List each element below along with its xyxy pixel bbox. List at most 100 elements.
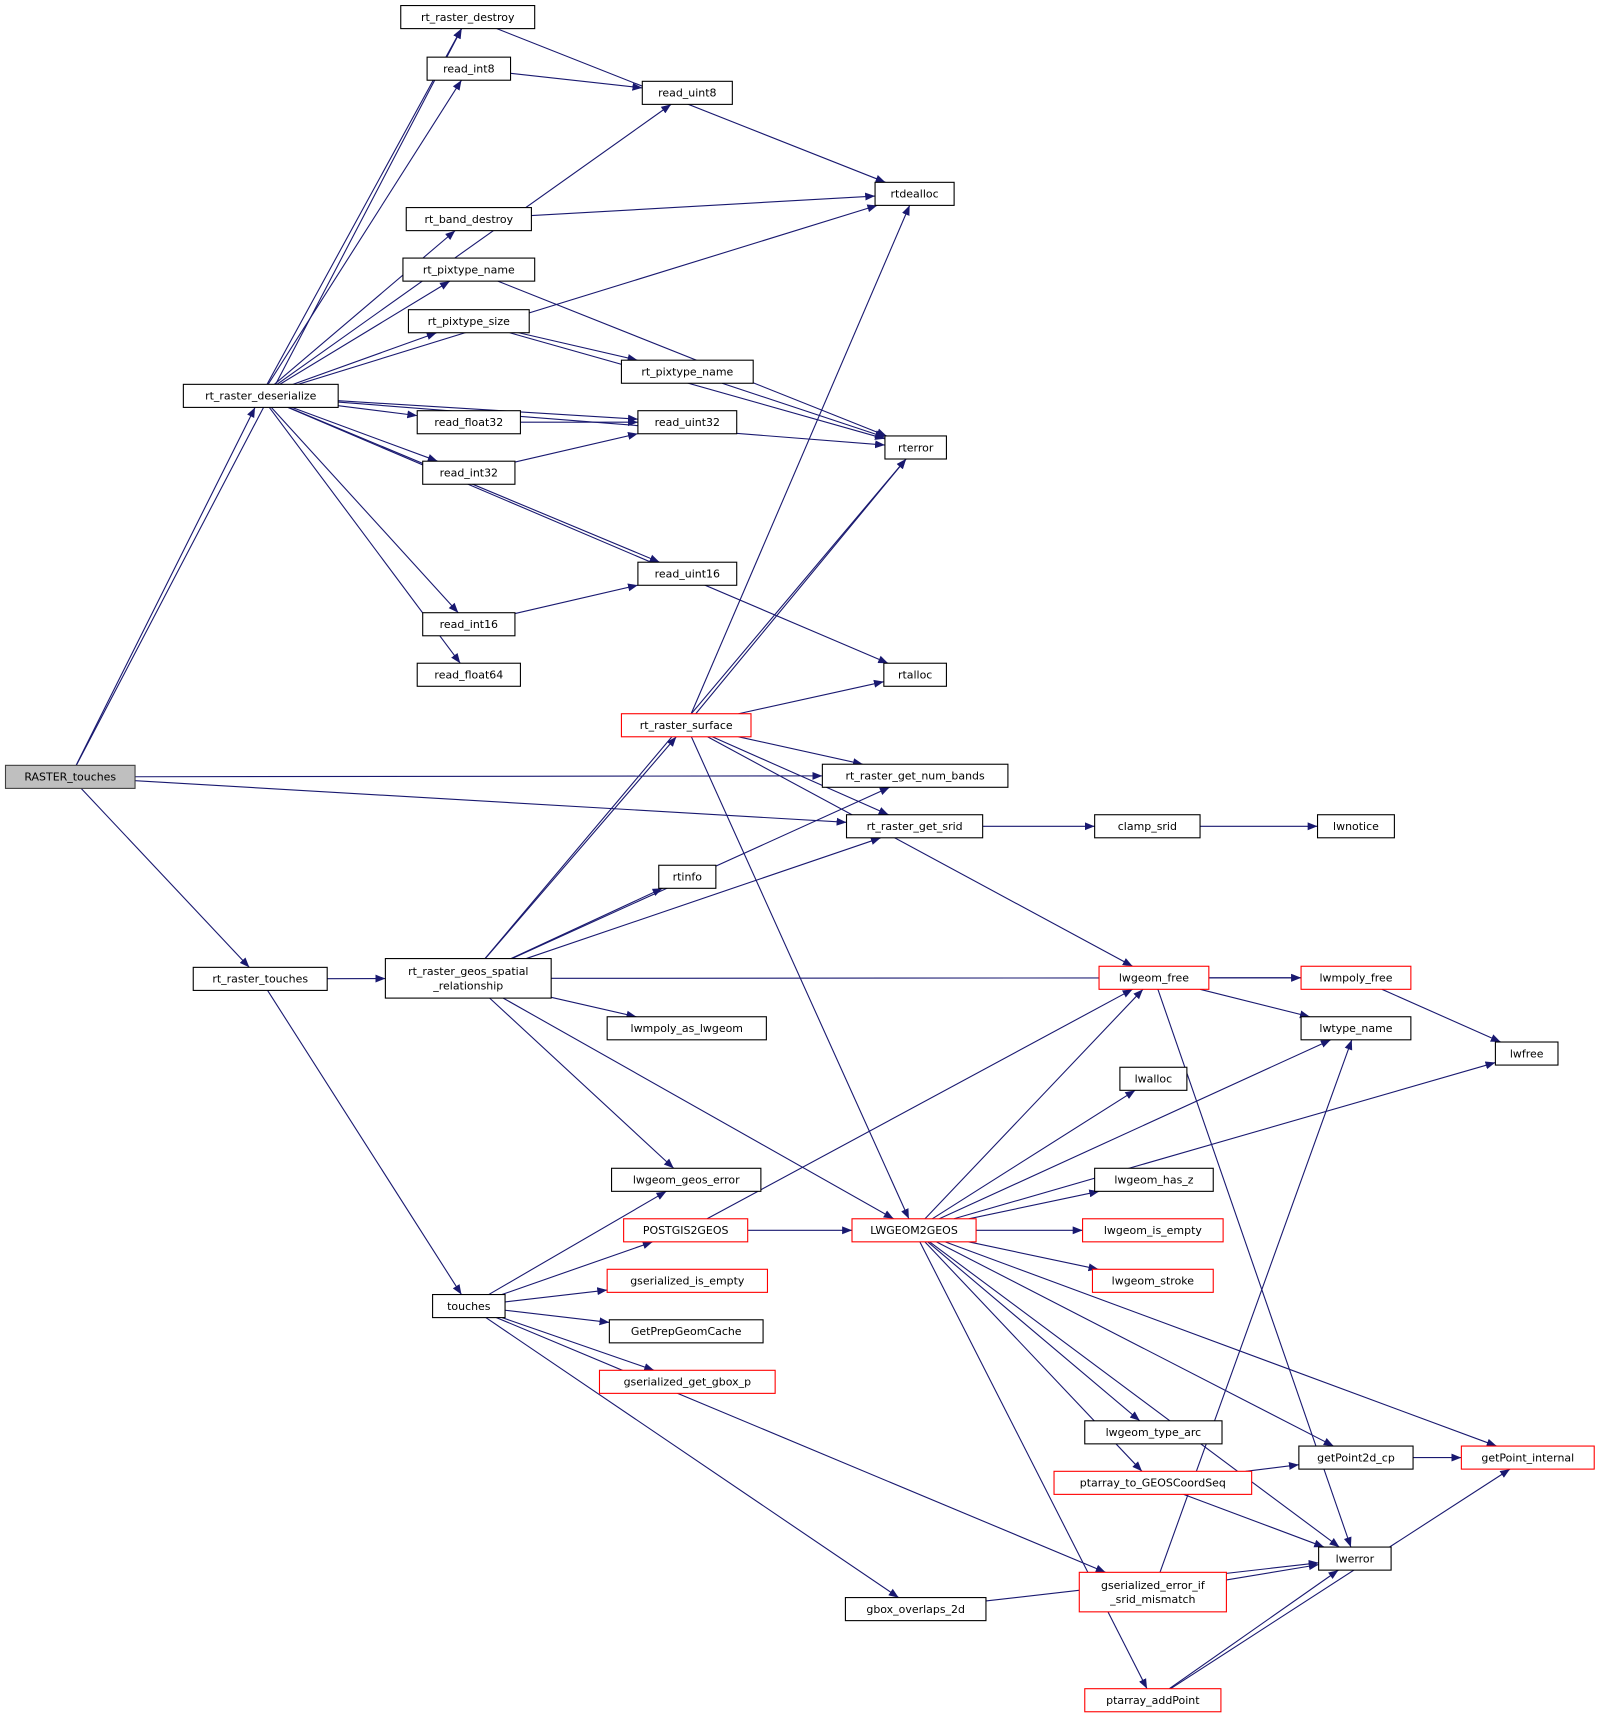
node-getPoint2d_cp[interactable]: getPoint2d_cp: [1298, 1445, 1414, 1470]
node-lwgeom_type_arc[interactable]: lwgeom_type_arc: [1084, 1420, 1223, 1445]
node-getPoint_internal[interactable]: getPoint_internal: [1460, 1445, 1595, 1470]
node-box[interactable]: [1300, 965, 1412, 990]
node-box[interactable]: [1494, 1041, 1559, 1066]
node-read_uint32[interactable]: read_uint32: [637, 410, 738, 435]
node-box[interactable]: [400, 5, 536, 30]
node-box[interactable]: [637, 410, 738, 435]
node-box[interactable]: [1078, 1571, 1227, 1613]
node-box[interactable]: [426, 56, 512, 81]
node-box[interactable]: [845, 814, 984, 839]
node-box[interactable]: [416, 410, 521, 435]
node-rt_band_destroy[interactable]: rt_band_destroy: [405, 207, 532, 232]
node-box[interactable]: [1084, 1688, 1222, 1713]
node-box[interactable]: [422, 460, 516, 485]
node-box[interactable]: [637, 561, 738, 586]
node-box[interactable]: [1094, 814, 1201, 839]
node-touches[interactable]: touches: [432, 1293, 506, 1319]
node-box[interactable]: [598, 1369, 776, 1394]
node-box[interactable]: [4, 764, 136, 789]
node-box[interactable]: [1318, 1546, 1392, 1571]
node-box[interactable]: [874, 181, 955, 206]
node-gserialized_error_if_srid_mismatch[interactable]: gserialized_error_if_srid_mismatch: [1078, 1571, 1227, 1613]
node-box[interactable]: [608, 1319, 764, 1344]
node-rt_raster_surface[interactable]: rt_raster_surface: [620, 713, 752, 738]
node-box[interactable]: [182, 383, 339, 408]
node-box[interactable]: [405, 207, 532, 232]
node-lwtype_name[interactable]: lwtype_name: [1300, 1016, 1412, 1041]
node-box[interactable]: [1084, 1420, 1223, 1445]
node-gbox_overlaps_2d[interactable]: gbox_overlaps_2d: [844, 1597, 987, 1622]
node-box[interactable]: [821, 763, 1009, 788]
node-rtalloc[interactable]: rtalloc: [883, 662, 947, 687]
node-box[interactable]: [883, 662, 947, 687]
node-box[interactable]: [432, 1293, 506, 1319]
node-lwnotice[interactable]: lwnotice: [1316, 814, 1395, 839]
node-lwalloc[interactable]: lwalloc: [1119, 1066, 1188, 1091]
node-box[interactable]: [611, 1167, 762, 1192]
node-POSTGIS2GEOS[interactable]: POSTGIS2GEOS: [623, 1218, 749, 1243]
node-read_uint8[interactable]: read_uint8: [641, 80, 733, 105]
node-box[interactable]: [1300, 1016, 1412, 1041]
node-rtinfo[interactable]: rtinfo: [658, 864, 717, 889]
node-box[interactable]: [851, 1218, 977, 1243]
node-box[interactable]: [402, 257, 536, 282]
node-box[interactable]: [1298, 1445, 1414, 1470]
node-box[interactable]: [192, 966, 328, 991]
node-box[interactable]: [606, 1268, 769, 1293]
node-rt_raster_get_num_bands[interactable]: rt_raster_get_num_bands: [821, 763, 1009, 788]
node-box[interactable]: [884, 435, 947, 460]
node-box[interactable]: [1094, 1167, 1214, 1192]
node-ptarray_addPoint[interactable]: ptarray_addPoint: [1084, 1688, 1222, 1713]
node-lwgeom_free[interactable]: lwgeom_free: [1098, 965, 1210, 990]
node-GetPrepGeomCache[interactable]: GetPrepGeomCache: [608, 1319, 764, 1344]
node-read_int16[interactable]: read_int16: [422, 612, 516, 637]
node-rt_pixtype_name[interactable]: rt_pixtype_name: [402, 257, 536, 282]
node-box[interactable]: [384, 958, 552, 999]
node-box[interactable]: [1053, 1470, 1253, 1495]
node-box[interactable]: [416, 662, 521, 687]
node-read_float32[interactable]: read_float32: [416, 410, 521, 435]
node-clamp_srid[interactable]: clamp_srid: [1094, 814, 1201, 839]
node-lwfree[interactable]: lwfree: [1494, 1041, 1559, 1066]
node-box[interactable]: [1316, 814, 1395, 839]
node-box[interactable]: [641, 80, 733, 105]
node-rterror[interactable]: rterror: [884, 435, 947, 460]
node-read_uint16[interactable]: read_uint16: [637, 561, 738, 586]
node-lwmpoly_free[interactable]: lwmpoly_free: [1300, 965, 1412, 990]
node-gserialized_get_gbox_p[interactable]: gserialized_get_gbox_p: [598, 1369, 776, 1394]
node-rt_raster_destroy[interactable]: rt_raster_destroy: [400, 5, 536, 30]
node-rt_raster_geos_spatial_relationship[interactable]: rt_raster_geos_spatial_relationship: [384, 958, 552, 999]
node-box[interactable]: [620, 713, 752, 738]
node-rt_raster_get_srid[interactable]: rt_raster_get_srid: [845, 814, 984, 839]
node-box[interactable]: [1460, 1445, 1595, 1470]
node-RASTER_touches[interactable]: RASTER_touches: [4, 764, 136, 789]
node-rt_raster_deserialize[interactable]: rt_raster_deserialize: [182, 383, 339, 408]
node-box[interactable]: [1082, 1218, 1224, 1243]
node-lwmpoly_as_lwgeom[interactable]: lwmpoly_as_lwgeom: [606, 1016, 767, 1041]
node-box[interactable]: [1098, 965, 1210, 990]
node-box[interactable]: [658, 864, 717, 889]
node-box[interactable]: [623, 1218, 749, 1243]
node-rt_pixtype_size[interactable]: rt_pixtype_size: [407, 309, 530, 334]
node-lwgeom_is_empty[interactable]: lwgeom_is_empty: [1082, 1218, 1224, 1243]
node-box[interactable]: [620, 359, 754, 384]
node-box[interactable]: [844, 1597, 987, 1622]
node-read_int8[interactable]: read_int8: [426, 56, 512, 81]
node-box[interactable]: [1091, 1268, 1214, 1293]
node-rtdealloc[interactable]: rtdealloc: [874, 181, 955, 206]
node-box[interactable]: [1119, 1066, 1188, 1091]
node-lwerror[interactable]: lwerror: [1318, 1546, 1392, 1571]
node-read_int32[interactable]: read_int32: [422, 460, 516, 485]
node-rt_raster_touches[interactable]: rt_raster_touches: [192, 966, 328, 991]
node-read_float64[interactable]: read_float64: [416, 662, 521, 687]
node-box[interactable]: [422, 612, 516, 637]
node-box[interactable]: [606, 1016, 767, 1041]
node-lwgeom_geos_error[interactable]: lwgeom_geos_error: [611, 1167, 762, 1192]
node-gserialized_is_empty[interactable]: gserialized_is_empty: [606, 1268, 769, 1293]
node-rt_pixtype_name_2[interactable]: rt_pixtype_name: [620, 359, 754, 384]
node-box[interactable]: [407, 309, 530, 334]
node-ptarray_to_GEOSCoordSeq[interactable]: ptarray_to_GEOSCoordSeq: [1053, 1470, 1253, 1495]
node-LWGEOM2GEOS[interactable]: LWGEOM2GEOS: [851, 1218, 977, 1243]
node-lwgeom_has_z[interactable]: lwgeom_has_z: [1094, 1167, 1214, 1192]
node-lwgeom_stroke[interactable]: lwgeom_stroke: [1091, 1268, 1214, 1293]
